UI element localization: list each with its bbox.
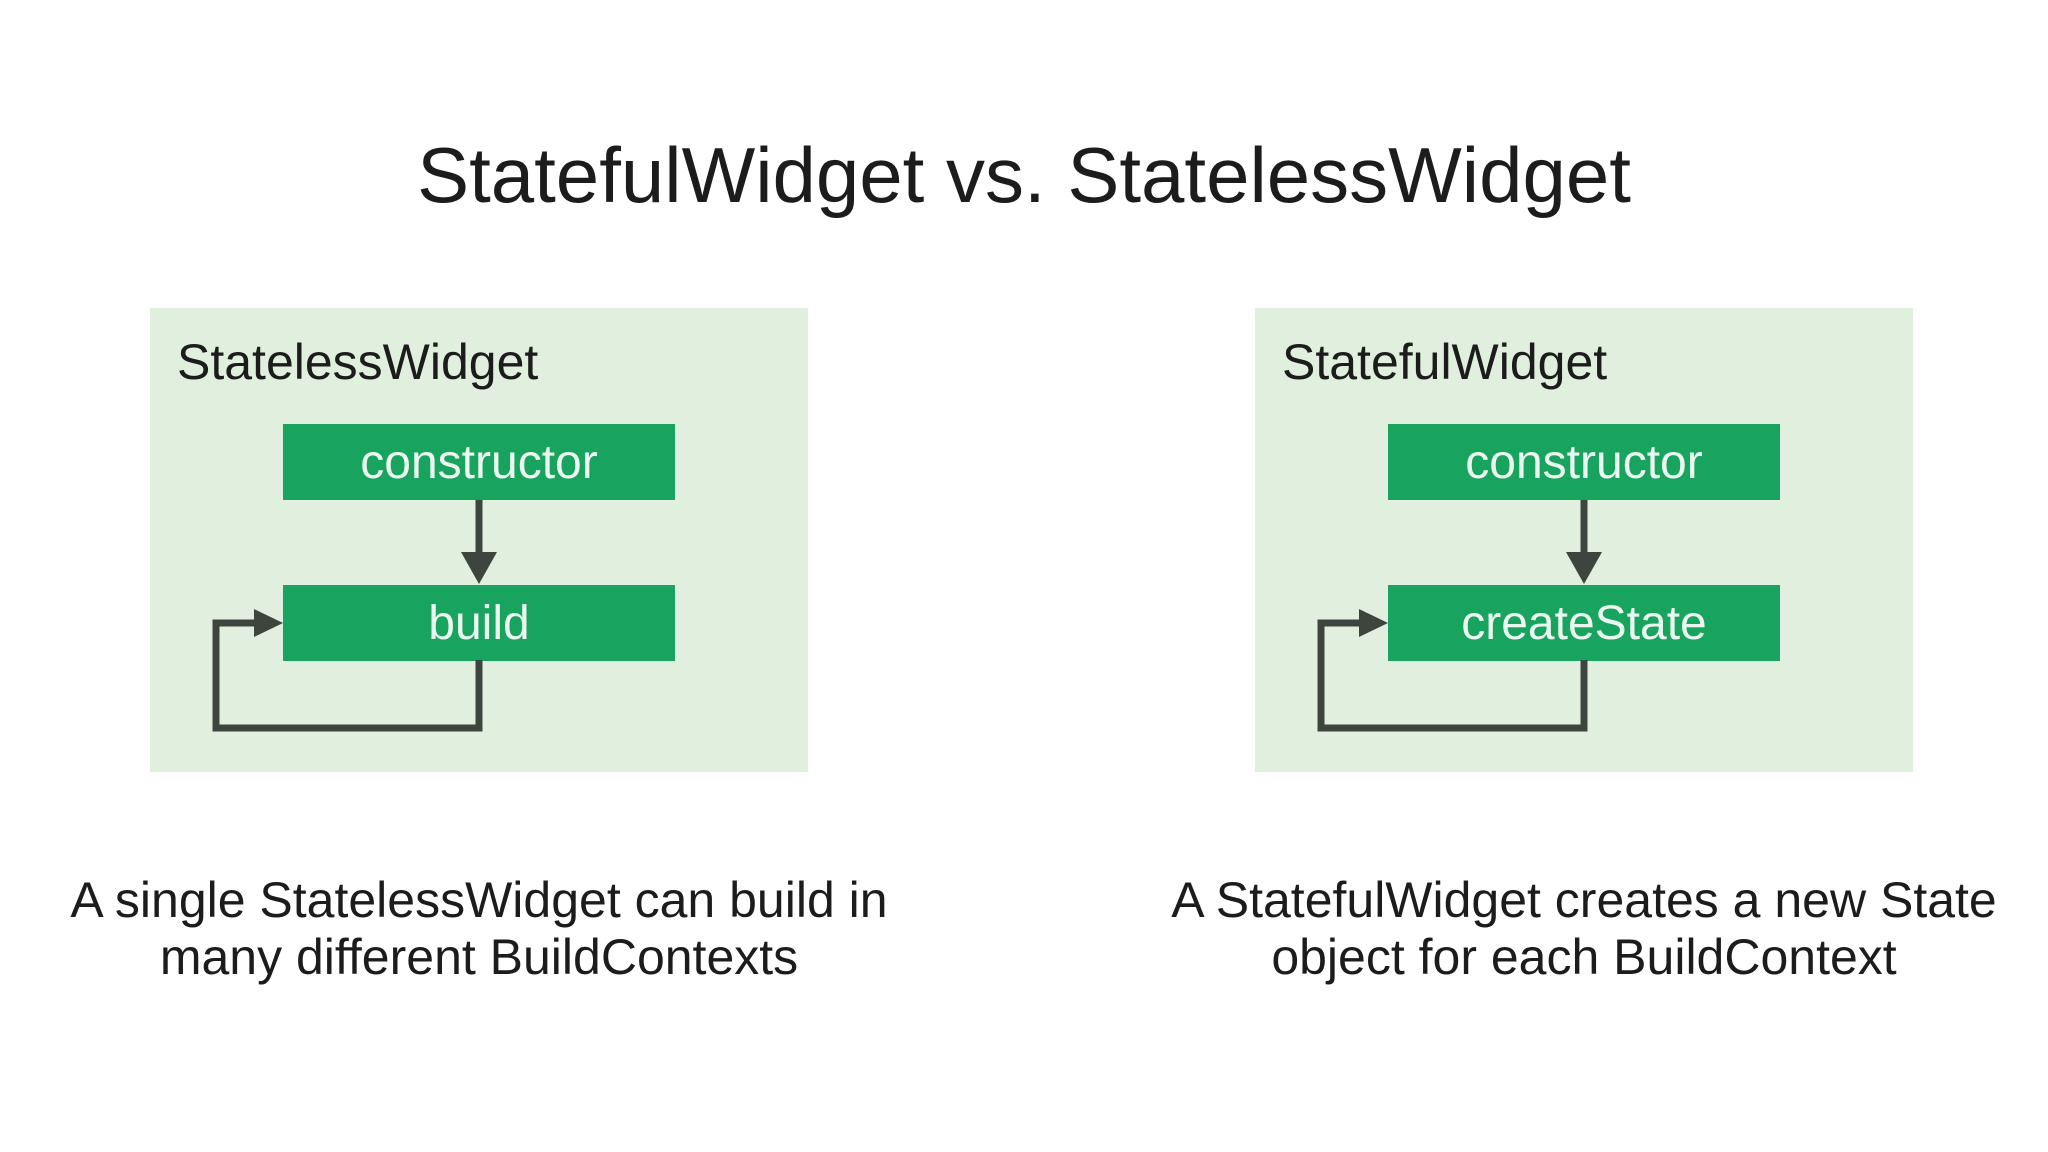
stateless-widget-panel: StatelessWidget constructor build bbox=[150, 308, 808, 772]
panel-label-stateful: StatefulWidget bbox=[1282, 334, 1608, 390]
down-arrow-icon bbox=[1566, 500, 1602, 584]
caption-line: many different BuildContexts bbox=[159, 929, 799, 985]
build-box: build bbox=[283, 585, 675, 661]
stateful-caption: A StatefulWidget creates a new State obj… bbox=[1134, 872, 2034, 986]
down-arrow-icon bbox=[461, 500, 497, 584]
caption-line: A single StatelessWidget can build in bbox=[70, 872, 888, 928]
stateful-widget-panel: StatefulWidget constructor createState bbox=[1255, 308, 1913, 772]
constructor-box: constructor bbox=[283, 424, 675, 500]
loop-arrow-icon bbox=[212, 609, 483, 732]
createstate-box: createState bbox=[1388, 585, 1780, 661]
panel-label-stateless: StatelessWidget bbox=[177, 334, 539, 390]
page-title: StatefulWidget vs. StatelessWidget bbox=[417, 131, 1631, 219]
caption-line: A StatefulWidget creates a new State bbox=[1171, 872, 1997, 928]
loop-arrow-icon bbox=[1317, 609, 1588, 732]
constructor-box: constructor bbox=[1388, 424, 1780, 500]
stateless-caption: A single StatelessWidget can build in ma… bbox=[29, 872, 929, 986]
caption-line: object for each BuildContext bbox=[1271, 929, 1897, 985]
